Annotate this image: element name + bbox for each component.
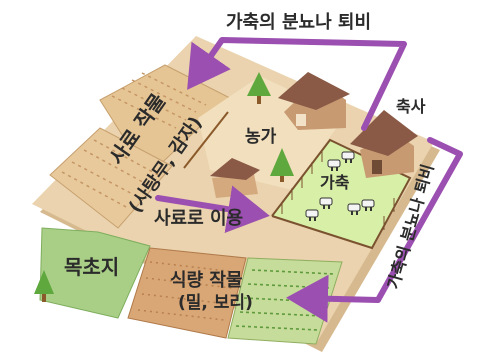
cow-icon [327, 159, 341, 171]
tree-icon [270, 148, 294, 182]
pasture-label: 목초지 [64, 255, 119, 279]
food-crops-label: 식량 작물 [170, 270, 243, 291]
feed-use-label: 사료로 이용 [154, 208, 243, 229]
farmhouse-label: 농가 [245, 127, 277, 147]
manure-top-label: 가축의 분뇨나 퇴비 [226, 12, 371, 33]
food-crops-sublabel: (밀, 보리) [178, 292, 253, 313]
livestock-animals [305, 151, 375, 221]
tree-icon [34, 270, 54, 302]
pasture-field [34, 227, 151, 319]
cow-icon [319, 197, 333, 209]
farmhouse-building [278, 72, 350, 130]
cow-icon [361, 199, 375, 211]
cow-icon [347, 203, 361, 215]
cow-icon [341, 151, 355, 163]
cow-icon [305, 209, 319, 221]
feed-use-arrow [155, 185, 270, 233]
manure-right-arrow [286, 137, 463, 323]
manure-top-arrow [187, 37, 407, 131]
livestock-label: 가축 [320, 173, 350, 192]
barn-label: 축사 [396, 97, 426, 116]
barn-building [350, 110, 418, 178]
tree-icon [247, 72, 271, 104]
